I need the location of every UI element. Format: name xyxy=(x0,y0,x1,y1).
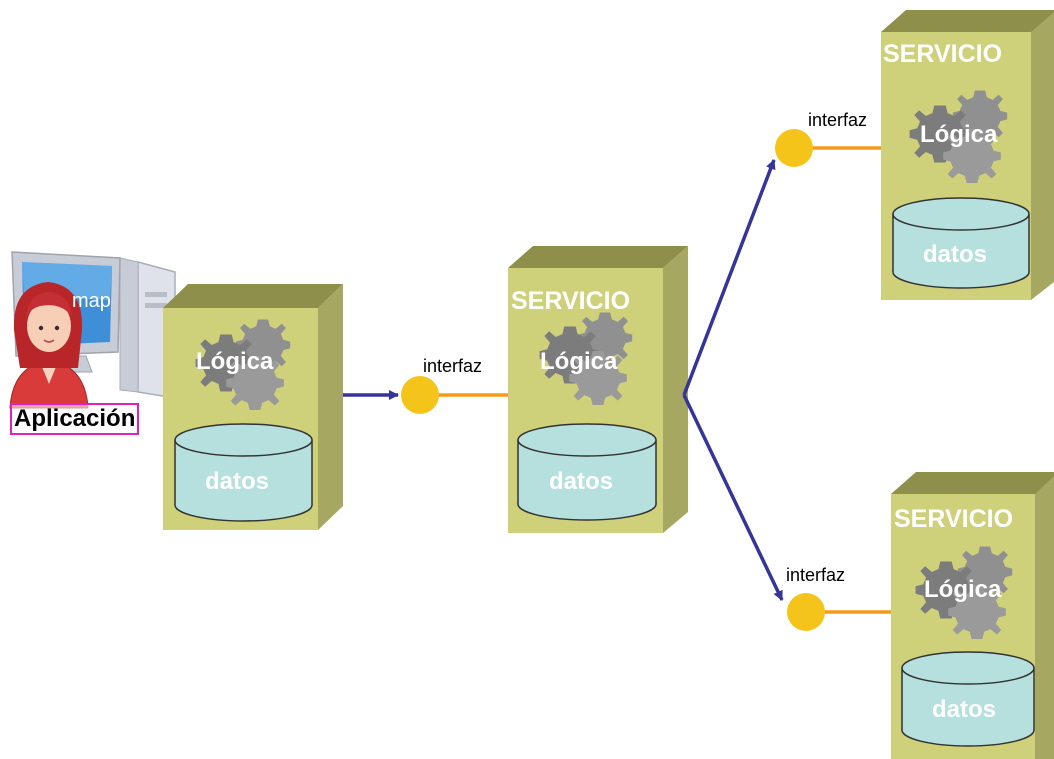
service-to-bottom-interface-arrow xyxy=(682,394,784,601)
service-top-data-label: datos xyxy=(923,241,988,268)
monitor-text: map xyxy=(72,290,111,312)
service-top-database-icon xyxy=(892,197,1030,289)
service-middle-database-icon xyxy=(517,423,657,521)
interface-dot-bottom xyxy=(787,593,825,631)
person-icon xyxy=(9,282,89,409)
interface-dot-top xyxy=(775,129,813,167)
service-top-title: SERVICIO xyxy=(883,40,1003,68)
interface-label-middle: interfaz xyxy=(423,356,483,376)
client-data-label: datos xyxy=(205,468,270,495)
service-bottom-data-label: datos xyxy=(932,696,997,723)
client-logic-label: Lógica xyxy=(196,348,274,375)
service-bottom-logic-label: Lógica xyxy=(924,576,1002,603)
application-label: Aplicación xyxy=(10,403,140,435)
interface-label-top: interfaz xyxy=(808,110,868,130)
service-top-logic-label: Lógica xyxy=(920,121,998,148)
service-middle-title: SERVICIO xyxy=(511,287,631,315)
interface-dot-middle xyxy=(401,376,439,414)
interface-label-bottom: interfaz xyxy=(786,565,846,585)
service-bottom-title: SERVICIO xyxy=(894,505,1014,533)
service-to-top-interface-arrow xyxy=(682,159,776,396)
service-bottom-database-icon xyxy=(901,651,1035,747)
service-middle-data-label: datos xyxy=(549,468,614,495)
service-middle-logic-label: Lógica xyxy=(540,348,618,375)
client-database-icon xyxy=(174,423,313,522)
